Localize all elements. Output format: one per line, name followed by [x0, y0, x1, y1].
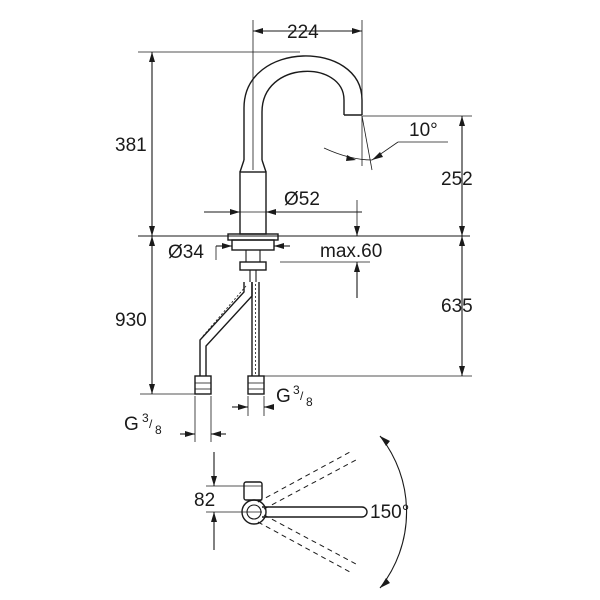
dim-hose-fixed: 635 [441, 296, 473, 317]
dim-plan-offset: 82 [194, 490, 215, 511]
dimension-lines [138, 20, 472, 442]
dim-total-height: 381 [115, 135, 147, 156]
svg-text:3: 3 [142, 411, 149, 425]
connection-label-right: G 3 / 8 [276, 383, 313, 409]
svg-text:/: / [300, 389, 304, 403]
svg-text:8: 8 [155, 423, 162, 437]
dim-spout-angle: 10° [409, 120, 438, 141]
dim-hole-diameter: Ø34 [168, 242, 204, 263]
svg-text:/: / [149, 417, 153, 431]
dim-spout-reach: 224 [287, 22, 319, 43]
svg-text:3: 3 [293, 383, 300, 397]
faucet-plan-view [206, 435, 408, 589]
dim-outlet-height: 252 [441, 169, 473, 190]
connection-label-left: G 3 / 8 [124, 411, 162, 437]
svg-text:G: G [124, 414, 139, 435]
dim-body-diameter: Ø52 [284, 189, 320, 210]
svg-text:G: G [276, 386, 291, 407]
dim-max-deck-thickness: max.60 [320, 241, 382, 262]
faucet-elevation [138, 55, 470, 395]
dim-swivel-angle: 150° [370, 502, 409, 523]
svg-text:8: 8 [306, 395, 313, 409]
dim-hose-total: 930 [115, 310, 147, 331]
dimension-labels: 224 381 10° 252 Ø52 Ø34 max.60 930 635 G… [115, 22, 473, 523]
